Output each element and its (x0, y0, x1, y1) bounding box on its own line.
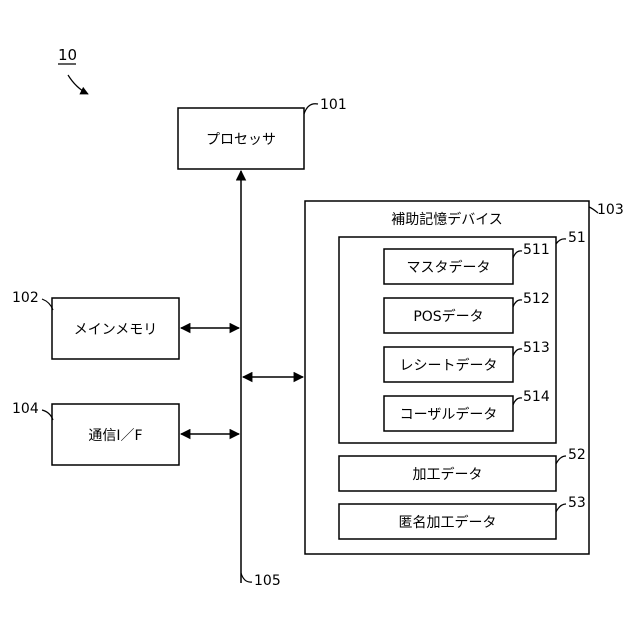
item-512-ref: 512 (523, 292, 550, 306)
item-512-label: POSデータ (384, 298, 513, 333)
bus-leader (241, 573, 252, 582)
item-514-ref: 514 (523, 390, 550, 404)
item-511-label: マスタデータ (384, 249, 513, 284)
anonymized-data-ref: 53 (568, 496, 586, 510)
group-51-ref: 51 (568, 231, 586, 245)
processor-leader (304, 104, 318, 114)
aux-storage-ref: 103 (597, 203, 624, 217)
comm-if-label: 通信I／F (52, 404, 179, 465)
figure-ref: 10 (58, 48, 77, 63)
figure-ref-arrow (68, 75, 88, 94)
main-memory-label: メインメモリ (52, 298, 179, 359)
bus-ref: 105 (254, 574, 281, 588)
processor-label: プロセッサ (178, 108, 304, 169)
aux-storage-label: 補助記憶デバイス (305, 208, 589, 230)
anonymized-data-label: 匿名加工データ (339, 504, 556, 539)
processed-data-ref: 52 (568, 448, 586, 462)
comm-if-ref: 104 (12, 402, 39, 416)
item-513-label: レシートデータ (384, 347, 513, 382)
item-511-ref: 511 (523, 243, 550, 257)
item-514-label: コーザルデータ (384, 396, 513, 431)
processor-ref: 101 (320, 98, 347, 112)
item-513-ref: 513 (523, 341, 550, 355)
processed-data-label: 加工データ (339, 456, 556, 491)
main-memory-ref: 102 (12, 291, 39, 305)
